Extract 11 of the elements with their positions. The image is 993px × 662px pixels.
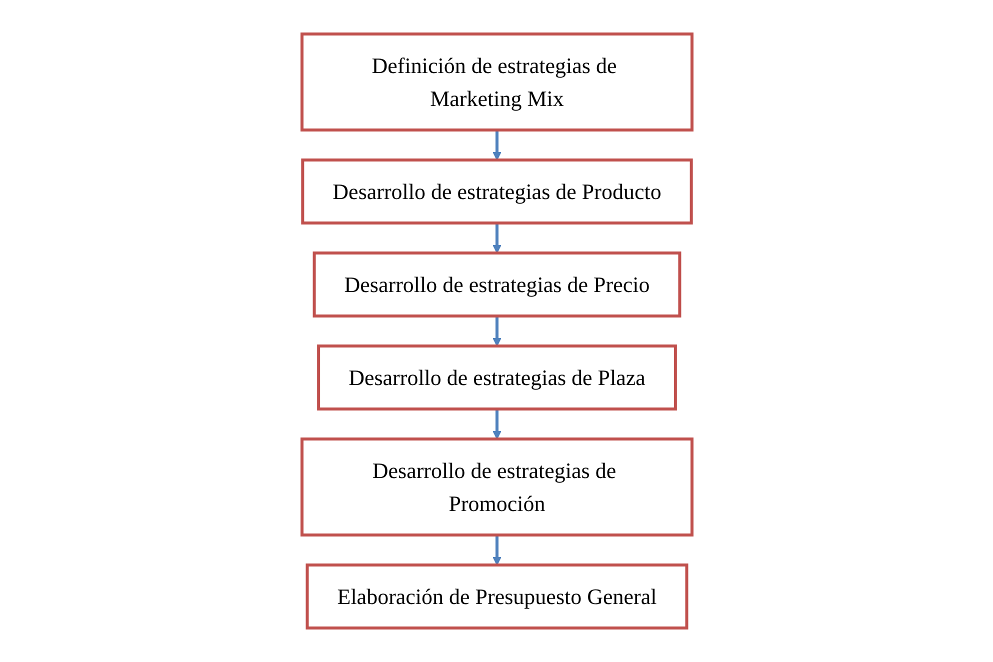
- node-box: Desarrollo de estrategias de Precio: [312, 252, 681, 318]
- node-box: Elaboración de Presupuesto General: [305, 564, 688, 630]
- node-box: Definición de estrategias de Marketing Mix: [300, 32, 693, 132]
- arrow: [492, 130, 501, 160]
- node-box: Desarrollo de estrategias de Promoción: [300, 438, 693, 536]
- arrow: [492, 535, 501, 566]
- arrow: [492, 409, 501, 440]
- node-box: Desarrollo de estrategias de Plaza: [316, 344, 676, 410]
- node-box: Desarrollo de estrategias de Producto: [300, 158, 692, 224]
- arrow: [492, 223, 501, 254]
- arrow: [492, 316, 501, 346]
